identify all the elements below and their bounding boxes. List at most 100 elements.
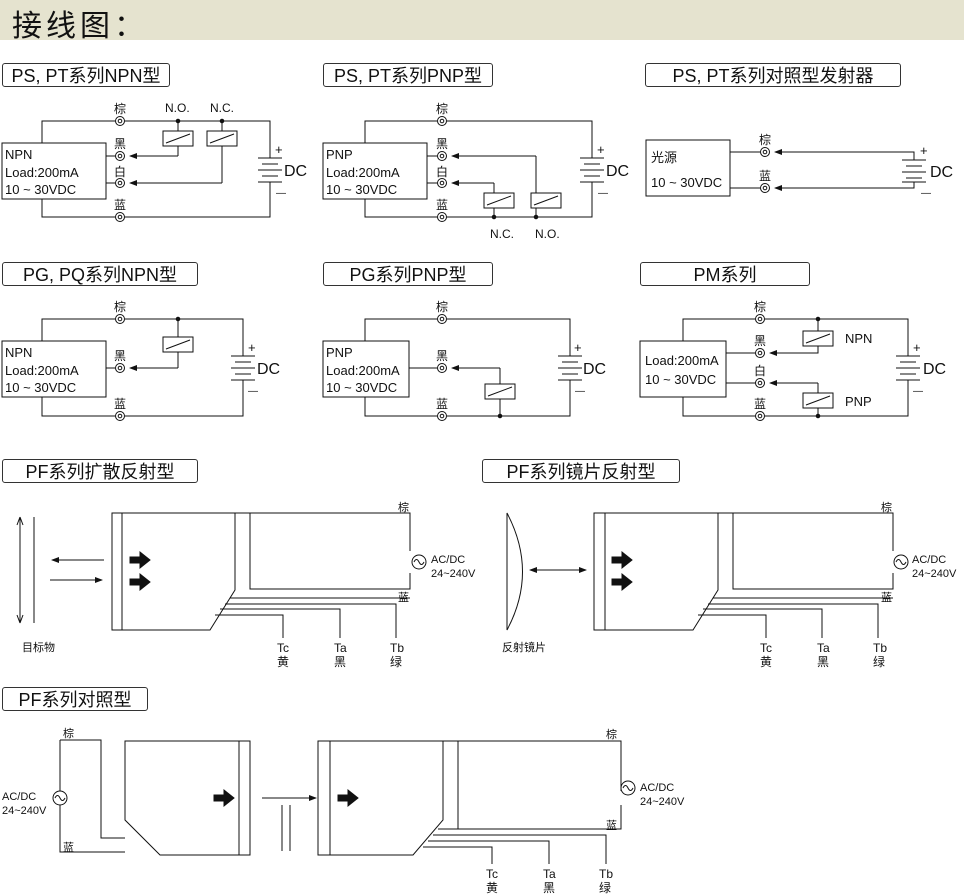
label-tb: Tb: [599, 867, 613, 881]
label-npn: NPN: [5, 147, 32, 162]
label-brown: 棕: [114, 101, 126, 116]
label-black: 黑: [334, 655, 346, 669]
label-green: 绿: [873, 654, 885, 669]
label-tb: Tb: [390, 641, 404, 655]
terminal-brown: [115, 314, 125, 324]
diagram-ps-emitter: 光源 10 ~ 30VDC 棕 蓝 + DC —: [645, 132, 953, 199]
header-banner: 接线图：: [0, 0, 964, 44]
label-voltage: 10 ~ 30VDC: [326, 380, 397, 395]
label-no: N.O.: [165, 101, 190, 115]
label-pnp: PNP: [845, 394, 872, 409]
label-plus: +: [920, 143, 928, 158]
label-load: Load:200mA: [645, 353, 719, 368]
label-black: 黑: [543, 881, 555, 895]
label-acdc: AC/DC: [912, 554, 946, 566]
label-mirror: 反射镜片: [502, 640, 546, 654]
section-title-pf-thru: PF系列对照型: [2, 687, 148, 711]
label-nc: N.C.: [210, 101, 234, 115]
label-dc: DC: [583, 361, 606, 378]
label-black: 黑: [114, 349, 126, 363]
label-tc: Tc: [486, 867, 498, 881]
label-white: 白: [114, 164, 126, 179]
label-brown: 棕: [881, 500, 892, 514]
label-white: 白: [754, 363, 766, 378]
terminal-brown: [115, 116, 125, 126]
label-blue: 蓝: [114, 397, 126, 411]
diagram-pg-pnp: PNP Load:200mA 10 ~ 30VDC 棕 黑 蓝 + DC —: [322, 299, 606, 421]
section-title-pg-npn: PG, PQ系列NPN型: [2, 262, 198, 286]
label-pnp: PNP: [326, 147, 353, 162]
section-title-pg-pnp: PG系列PNP型: [323, 262, 493, 286]
label-brown: 棕: [63, 726, 74, 740]
label-acdc: AC/DC: [2, 791, 36, 803]
label-light-source: 光源: [651, 150, 677, 165]
terminal-blue: [115, 212, 125, 222]
terminal-blue: [437, 212, 447, 222]
terminal-brown: [755, 314, 765, 324]
terminal-black: [115, 151, 125, 161]
label-blue: 蓝: [436, 198, 448, 212]
label-green: 绿: [390, 654, 402, 669]
diagram-pf-mirror: 反射镜片 棕 蓝 AC/DC 24~240V Tc 黄 Ta 黑 Tb 绿: [502, 500, 957, 669]
diagram-pf-thru: 棕 蓝 AC/DC 24~240V 棕 蓝 AC/DC 24~240V Tc 黄…: [2, 726, 685, 895]
label-blue: 蓝: [436, 397, 448, 411]
diagram-pf-diffuse: 目标物 棕 蓝 AC/DC 24~240V Tc 黄 Ta 黑 Tb 绿: [16, 500, 476, 669]
label-ta: Ta: [817, 641, 830, 655]
label-dc: DC: [923, 361, 946, 378]
label-minus: —: [575, 386, 585, 397]
terminal-blue: [755, 411, 765, 421]
terminal-black: [755, 348, 765, 358]
label-load: Load:200mA: [326, 165, 400, 180]
terminal-white: [437, 178, 447, 188]
section-title-pm: PM系列: [640, 262, 810, 286]
label-blue: 蓝: [606, 819, 617, 832]
label-black: 黑: [754, 334, 766, 348]
label-plus: +: [248, 340, 256, 355]
label-load: Load:200mA: [326, 363, 400, 378]
label-plus: +: [574, 340, 582, 355]
label-tc: Tc: [277, 641, 289, 655]
label-blue: 蓝: [63, 841, 74, 854]
terminal-blue: [437, 411, 447, 421]
label-blue: 蓝: [114, 198, 126, 212]
label-white: 白: [436, 164, 448, 179]
label-voltage: 10 ~ 30VDC: [645, 372, 716, 387]
label-load: Load:200mA: [5, 165, 79, 180]
section-title-pf-mirror: PF系列镜片反射型: [482, 459, 680, 483]
label-brown: 棕: [606, 727, 617, 741]
label-dc: DC: [284, 163, 307, 180]
label-blue: 蓝: [754, 397, 766, 411]
terminal-black: [437, 151, 447, 161]
label-tc: Tc: [760, 641, 772, 655]
label-brown: 棕: [398, 500, 409, 514]
label-pnp: PNP: [326, 345, 353, 360]
terminal-blue: [760, 183, 770, 193]
label-black: 黑: [436, 137, 448, 151]
terminal-brown: [437, 116, 447, 126]
terminal-brown: [760, 147, 770, 157]
label-voltage: 10 ~ 30VDC: [326, 182, 397, 197]
label-yellow: 黄: [486, 881, 498, 895]
label-dc: DC: [930, 164, 953, 181]
terminal-white: [115, 178, 125, 188]
label-acdc: AC/DC: [640, 782, 674, 794]
page-title: 接线图：: [12, 9, 148, 44]
label-minus: —: [913, 386, 923, 397]
label-brown: 棕: [436, 299, 448, 314]
label-blue: 蓝: [881, 591, 892, 604]
label-ta: Ta: [334, 641, 347, 655]
label-load: Load:200mA: [5, 363, 79, 378]
section-title-ps-npn: PS, PT系列NPN型: [2, 63, 170, 87]
diagram-ps-pnp: PNP Load:200mA 10 ~ 30VDC 棕 黑 白 蓝 N.C. N…: [322, 101, 629, 241]
label-minus: —: [276, 188, 286, 199]
label-acdc-range: 24~240V: [2, 805, 47, 817]
label-voltage: 10 ~ 30VDC: [651, 175, 722, 190]
label-yellow: 黄: [277, 655, 289, 669]
label-minus: —: [248, 386, 258, 397]
section-title-ps-emitter: PS, PT系列对照型发射器: [645, 63, 901, 87]
terminal-black: [437, 363, 447, 373]
label-voltage: 10 ~ 30VDC: [5, 182, 76, 197]
label-dc: DC: [606, 163, 629, 180]
section-title-pf-diffuse: PF系列扩散反射型: [2, 459, 198, 483]
